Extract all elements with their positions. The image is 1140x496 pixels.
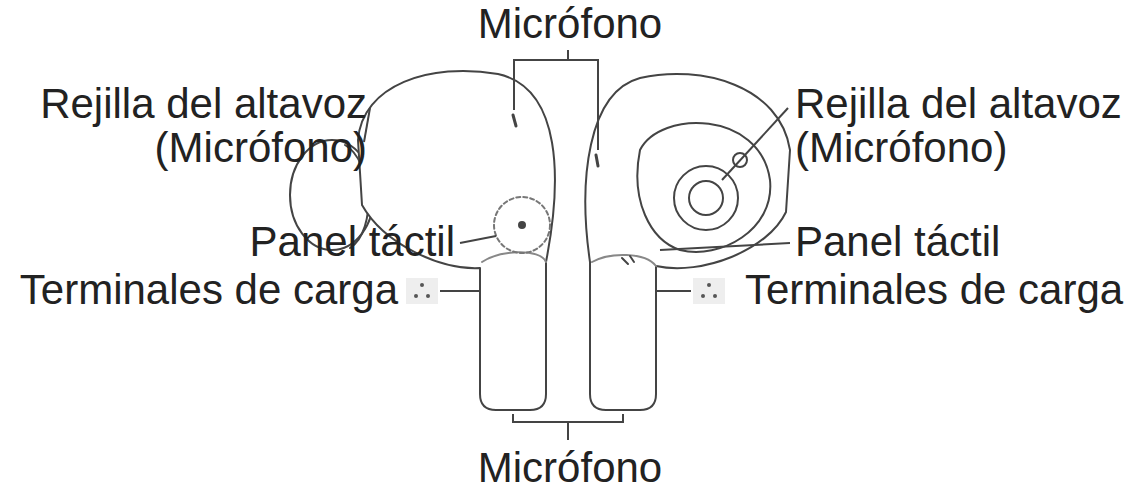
part-label: Micrófono <box>0 2 1140 46</box>
part-label: Panel táctil <box>155 220 455 264</box>
part-label: Rejilla del altavoz (Micrófono) <box>5 82 367 170</box>
part-label: Panel táctil <box>795 220 1135 264</box>
microphone-hole <box>513 115 516 126</box>
charging-terminal-icon <box>693 278 725 304</box>
part-label: Terminales de carga <box>0 268 398 312</box>
right-earbud-body <box>585 74 790 410</box>
microphone-hole <box>596 155 598 166</box>
charging-terminal-icon <box>406 278 438 304</box>
part-label: Micrófono <box>0 446 1140 490</box>
part-label: Rejilla del altavoz (Micrófono) <box>795 82 1135 170</box>
right-ear-tip <box>637 123 770 252</box>
touch-pad <box>494 197 550 253</box>
part-label: Terminales de carga <box>745 268 1137 312</box>
